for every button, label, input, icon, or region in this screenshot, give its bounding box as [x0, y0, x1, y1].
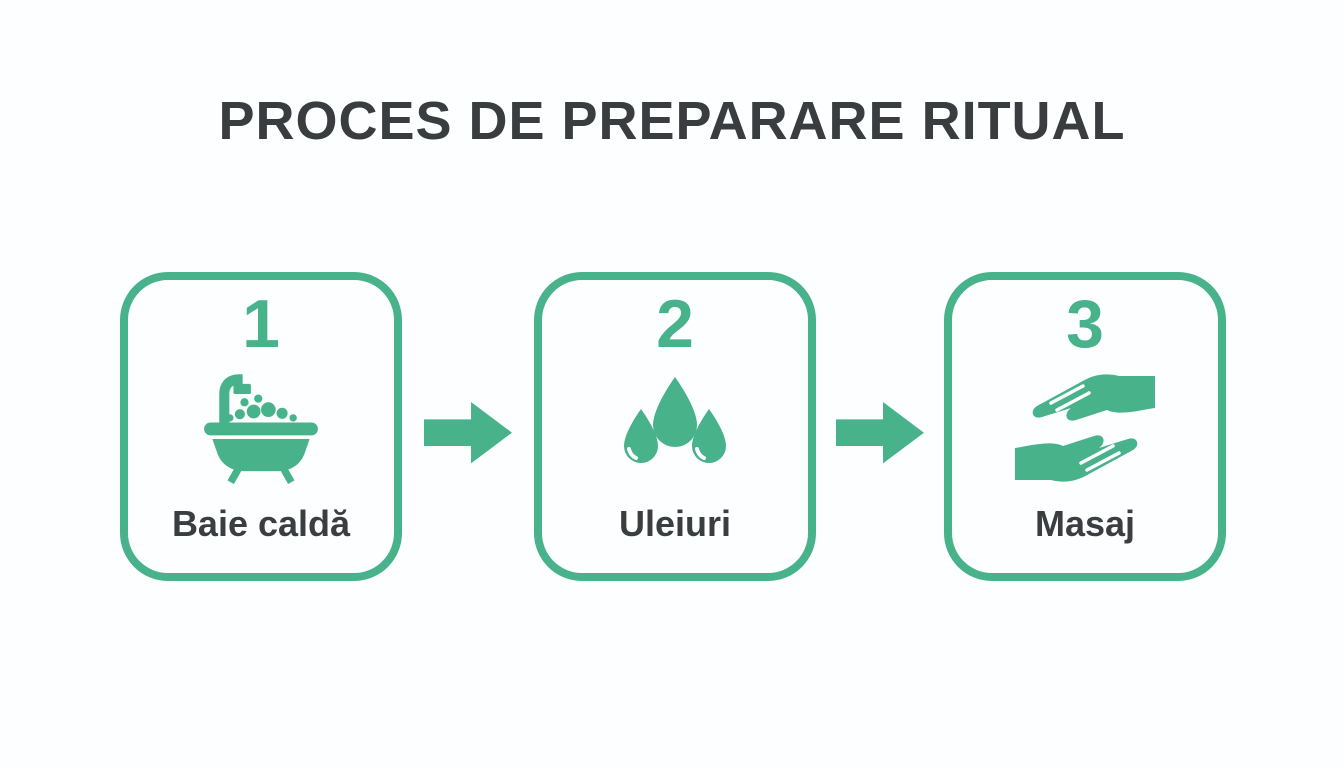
step-card-1: 1 — [120, 272, 402, 581]
step-label-3: Masaj — [1034, 503, 1136, 544]
arrow-right-icon — [424, 400, 514, 464]
step-label-2: Uleiuri — [618, 503, 732, 544]
step-card-3: 3 Masaj — [944, 272, 1226, 581]
massage-hands-icon — [1015, 372, 1155, 484]
step-card-2: 2 Uleiuri — [534, 272, 816, 581]
step-number-2: 2 — [656, 286, 694, 362]
page-title: PROCES DE PREPARARE RITUAL — [218, 91, 1126, 151]
step-number-3: 3 — [1066, 286, 1104, 362]
step-label-1: Baie caldă — [171, 503, 351, 544]
step-number-1: 1 — [242, 286, 280, 362]
arrow-right-icon — [836, 400, 926, 464]
bathtub-icon — [191, 372, 331, 484]
oil-drops-icon — [605, 372, 745, 484]
